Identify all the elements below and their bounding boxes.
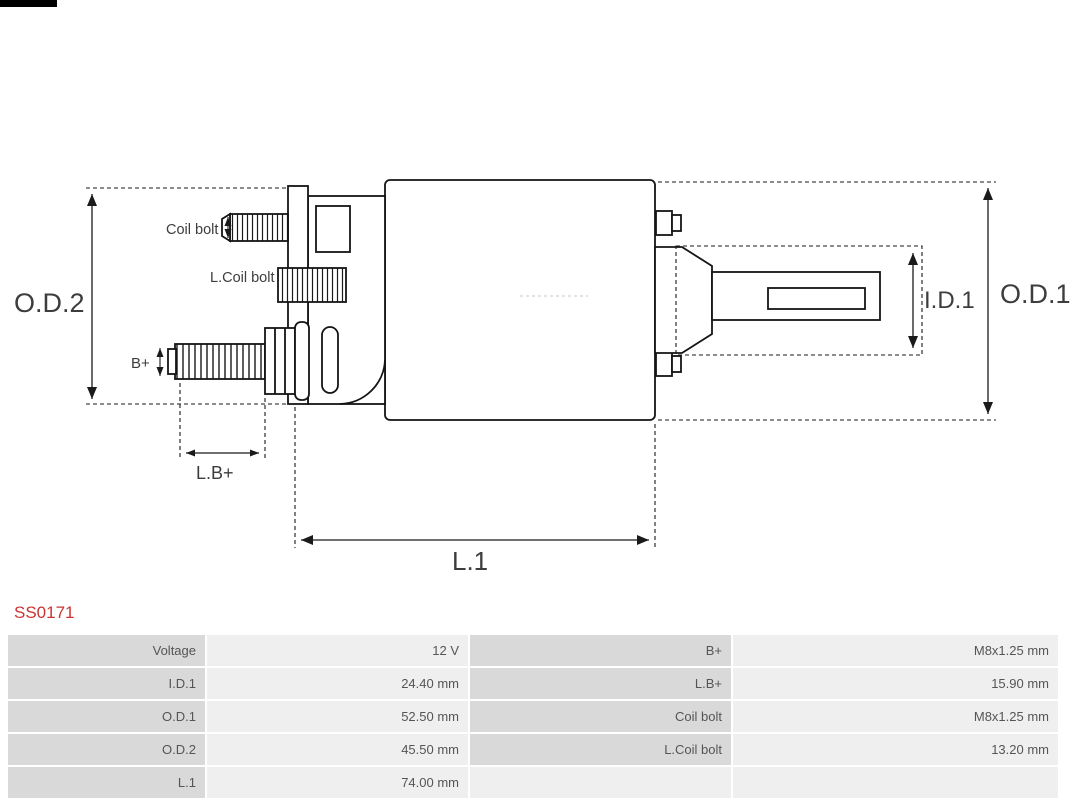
spec-label: L.Coil bolt — [470, 734, 731, 765]
id1-dashed-box — [675, 245, 923, 356]
right-top-lug-cap — [671, 214, 682, 232]
od1-label: O.D.1 — [1000, 279, 1071, 309]
spec-value: 13.20 mm — [733, 734, 1058, 765]
right-top-lug — [655, 210, 673, 236]
plunger-boot — [654, 246, 713, 354]
spec-empty-cell — [733, 767, 1058, 798]
bplus-label: B+ — [131, 355, 150, 372]
spec-value: 45.50 mm — [207, 734, 468, 765]
right-bottom-lug — [655, 351, 673, 377]
solenoid-diagram: O.D.2 O.D.1 I.D.1 L.1 L.B+ Coil bolt L.C… — [14, 179, 1071, 576]
bplus-stud — [174, 343, 266, 380]
bplus-nut — [264, 327, 296, 395]
spec-label: I.D.1 — [8, 668, 205, 699]
bplus-nut-facets — [274, 328, 286, 394]
coil-bolt-stud — [229, 213, 289, 242]
spec-empty-cell — [470, 767, 731, 798]
spec-label: Coil bolt — [470, 701, 731, 732]
spec-label: Voltage — [8, 635, 205, 666]
bplus-stud-end — [167, 348, 177, 375]
spec-value: 15.90 mm — [733, 668, 1058, 699]
spec-label: B+ — [470, 635, 731, 666]
id1-label: I.D.1 — [924, 287, 975, 314]
spec-table: Voltage 12 V B+ M8x1.25 mm I.D.1 24.40 m… — [8, 635, 1058, 798]
lb-label: L.B+ — [196, 463, 234, 483]
spec-value: 12 V — [207, 635, 468, 666]
bplus-washer — [294, 321, 310, 401]
solenoid-main-body — [384, 179, 656, 421]
od2-label: O.D.2 — [14, 288, 85, 318]
coil-bushing — [277, 267, 347, 303]
coil-bolt-label: Coil bolt — [166, 222, 218, 238]
spec-value: 24.40 mm — [207, 668, 468, 699]
coil-bolt-bracket — [315, 205, 351, 253]
spec-value: M8x1.25 mm — [733, 701, 1058, 732]
spec-value: 52.50 mm — [207, 701, 468, 732]
l-coil-bolt-label: L.Coil bolt — [210, 270, 274, 286]
top-left-artifact — [0, 0, 57, 7]
spec-value: M8x1.25 mm — [733, 635, 1058, 666]
dimension-lines — [86, 181, 996, 548]
product-code: SS0171 — [14, 603, 75, 622]
spec-label: O.D.2 — [8, 734, 205, 765]
right-bottom-lug-cap — [671, 355, 682, 373]
spec-value: 74.00 mm — [207, 767, 468, 798]
l1-label: L.1 — [452, 546, 488, 576]
bplus-grommet — [321, 326, 339, 394]
spec-label: O.D.1 — [8, 701, 205, 732]
solenoid-body-group — [167, 179, 881, 421]
spec-label: L.1 — [8, 767, 205, 798]
plunger-slot — [767, 287, 866, 310]
coil-bolt-tip — [221, 212, 231, 243]
spec-label: L.B+ — [470, 668, 731, 699]
housing-curve — [339, 359, 386, 405]
